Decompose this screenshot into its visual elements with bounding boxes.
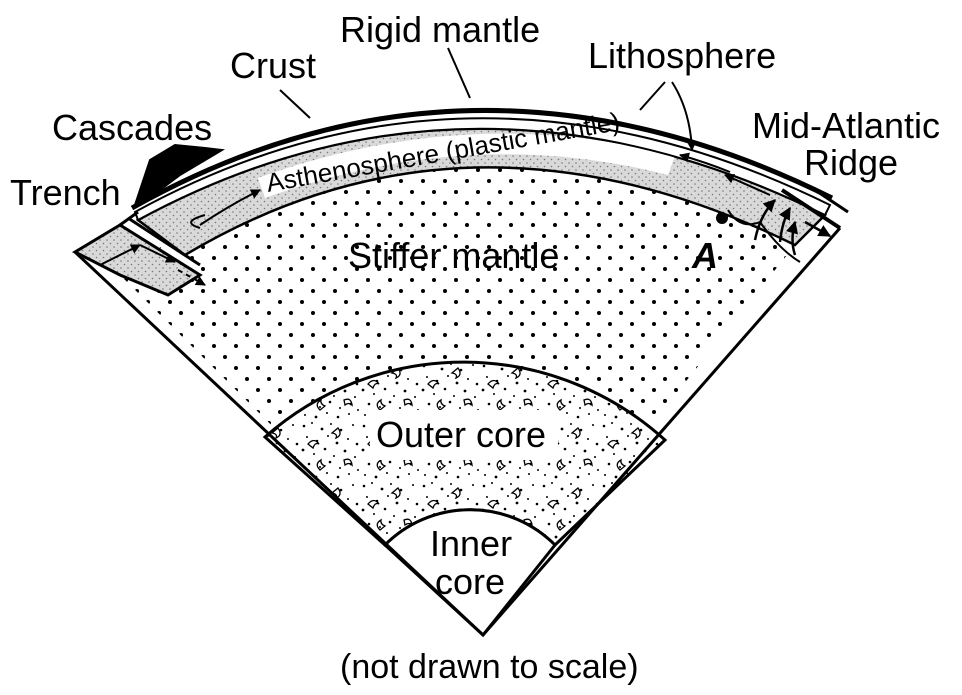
- mid-atlantic-label-line2: Ridge: [804, 142, 898, 183]
- ridge-gap-line-1: [780, 188, 842, 230]
- asthenosphere-label-strip: [258, 133, 675, 198]
- stiffer-mantle-label: Stiffer mantle: [348, 235, 559, 276]
- trench-label: Trench: [10, 172, 121, 213]
- cascades-mountain: [133, 143, 226, 206]
- slab-arrow-1: [99, 244, 141, 266]
- ridge-gap-line-2: [811, 186, 849, 214]
- lithosphere-leader-2: [671, 81, 697, 151]
- inner-core-label-line1: Inner: [430, 523, 512, 564]
- ridge-upwelling-arrow-1: [753, 199, 776, 241]
- ridge-loop: [727, 209, 801, 263]
- outer-core-label: Outer core: [376, 414, 546, 455]
- ridge-upwelling-arrow-3: [785, 220, 799, 256]
- inner-core-label-line2: core: [435, 561, 505, 602]
- slab-top-line: [127, 216, 201, 267]
- convection-arrow-right: [679, 152, 731, 173]
- crust-leader: [279, 89, 311, 119]
- lithosphere-label: Lithosphere: [588, 35, 776, 76]
- slab-arrow-2: [139, 244, 176, 263]
- footnote-label: (not drawn to scale): [340, 648, 639, 686]
- convection-arrow-left: [199, 189, 261, 226]
- wedge-outline-right: [481, 227, 842, 636]
- ridge-upwelling-arrow-2: [778, 206, 792, 243]
- rigid-mantle-label: Rigid mantle: [340, 9, 540, 50]
- wedge-outline-left: [73, 250, 485, 637]
- outer-core-label-bg: [370, 410, 558, 460]
- rigid-mantle-leader: [447, 47, 471, 99]
- ridge-outflow-arrow: [804, 220, 832, 238]
- mid-atlantic-label-line1: Mid-Atlantic: [752, 105, 940, 146]
- inner-core-region: [382, 508, 558, 638]
- rigid-mantle-band: [133, 117, 832, 222]
- crust-line: [130, 108, 834, 211]
- cascades-label: Cascades: [52, 107, 212, 148]
- lithosphere-motion-arrow: [724, 174, 771, 196]
- point-a-marker: [716, 212, 728, 224]
- crust-label: Crust: [230, 45, 316, 86]
- subducting-slab: [71, 223, 203, 297]
- lithosphere-leader: [639, 81, 666, 111]
- convection-arrow-left-loop: [190, 214, 206, 229]
- point-a-label: A: [691, 235, 718, 276]
